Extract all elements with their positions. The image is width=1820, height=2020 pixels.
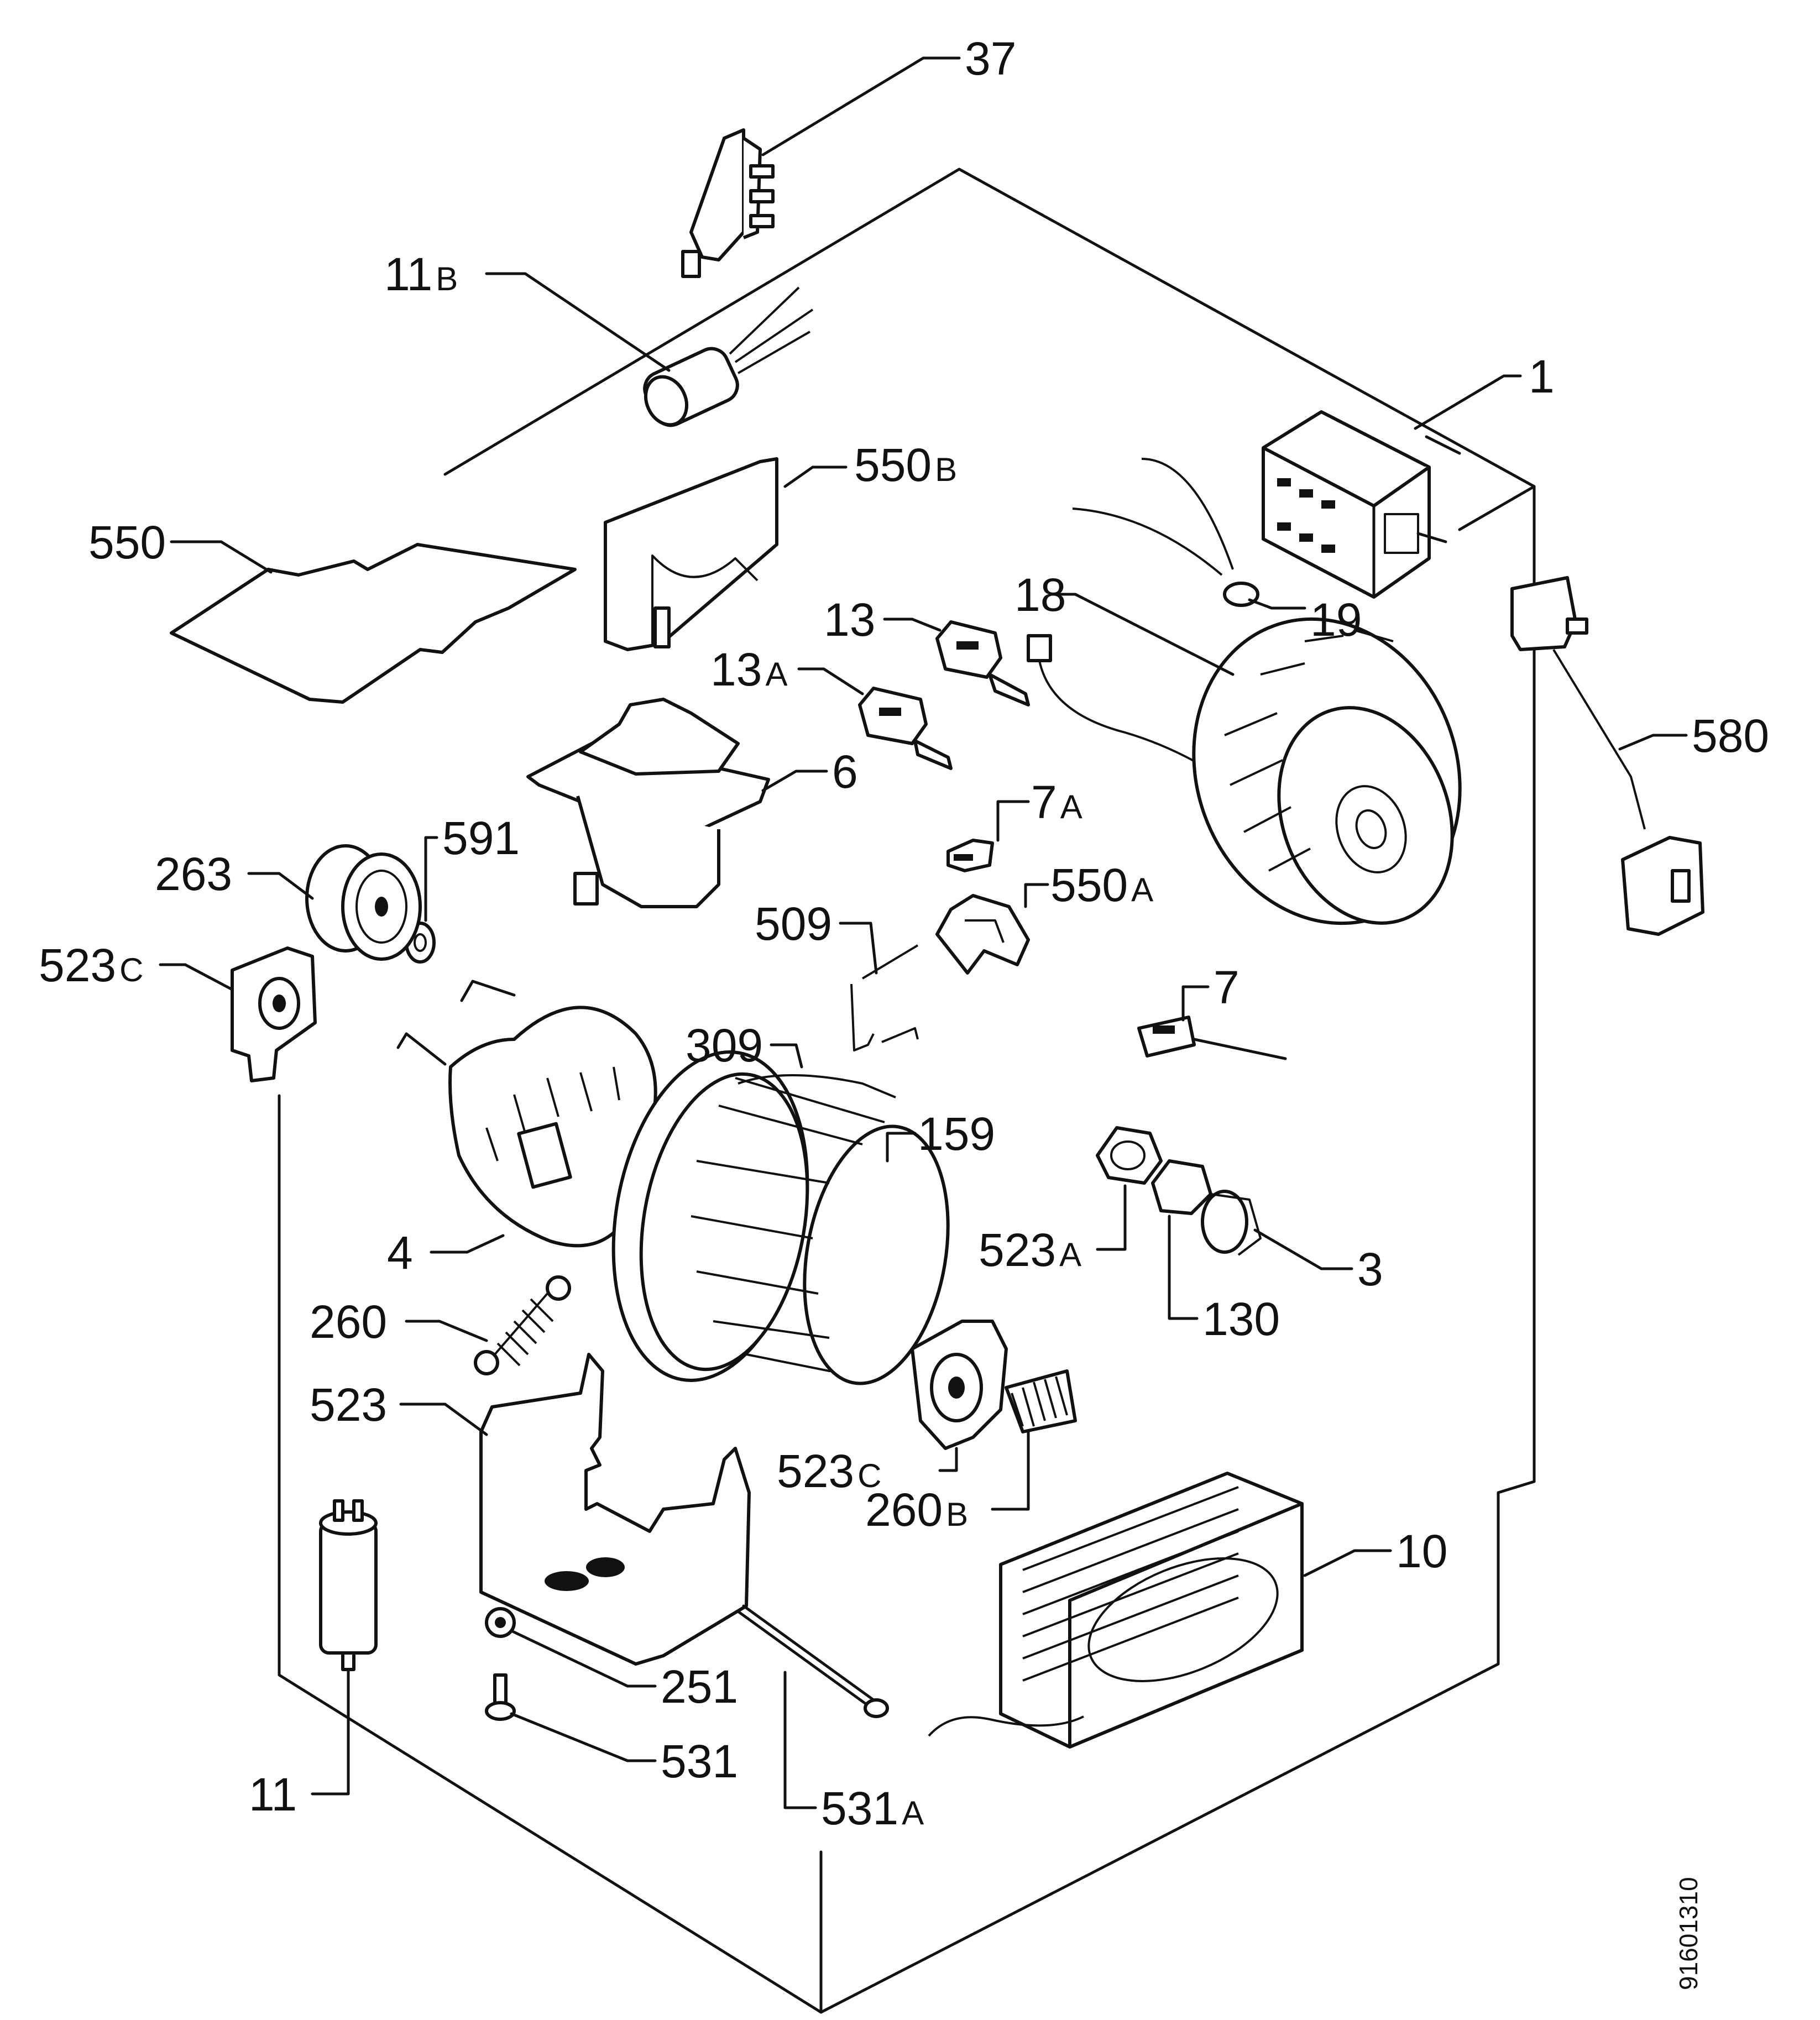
part-6-pump xyxy=(526,698,770,908)
part-263-pulley xyxy=(305,844,422,961)
part-4-motor xyxy=(396,980,657,1248)
callout-37: 37 xyxy=(965,33,1016,85)
part-260-spring xyxy=(474,1275,571,1375)
callout-509: 509 xyxy=(755,898,832,950)
callout-260: 260 xyxy=(310,1296,387,1348)
part-509-wire xyxy=(850,944,919,1051)
part-580-sensor xyxy=(1510,576,1704,936)
callout-591: 591 xyxy=(442,812,520,864)
cabinet-outline xyxy=(278,168,1536,2014)
part-550-insulation-sheet xyxy=(170,543,577,704)
part-11-capacitor xyxy=(319,1499,378,1671)
callout-18: 18 xyxy=(1014,569,1066,621)
callout-531: 531 xyxy=(661,1735,738,1787)
callout-6: 6 xyxy=(832,746,858,798)
callout-1: 1 xyxy=(1529,350,1555,402)
part-523-motor-bracket xyxy=(479,1353,751,1666)
callout-523: 523 xyxy=(310,1379,387,1431)
part-523C-left-bearing-housing xyxy=(231,946,317,1082)
part-260B-spring xyxy=(1005,1369,1077,1433)
part-550B-cover xyxy=(604,457,778,651)
callout-263: 263 xyxy=(155,848,232,900)
part-19-lamp xyxy=(1072,458,1259,607)
callout-10: 10 xyxy=(1396,1525,1447,1577)
part-550A-bracket xyxy=(935,894,1030,975)
part-523C-right-bearing-housing xyxy=(911,1320,1008,1450)
callout-7: 7 xyxy=(1214,961,1240,1013)
part-531-screw xyxy=(485,1673,516,1721)
part-1-timer xyxy=(1262,410,1447,599)
part-13-connector xyxy=(935,620,1030,707)
part-7A-switch xyxy=(946,839,994,872)
part-7-microswitch xyxy=(1137,1016,1287,1060)
callout-550: 550 xyxy=(88,516,166,568)
callout-580: 580 xyxy=(1692,710,1769,762)
callout-3: 3 xyxy=(1357,1243,1383,1295)
part-37-bracket xyxy=(681,128,775,278)
callout-159: 159 xyxy=(918,1108,995,1160)
callout-13: 13 xyxy=(824,594,875,646)
callout-251: 251 xyxy=(661,1661,738,1713)
part-523A-523-130-3-bearing-parts xyxy=(1096,1126,1262,1256)
part-251-grommet xyxy=(485,1607,516,1638)
leader-lines xyxy=(159,56,1688,1809)
part-531A-long-bolt xyxy=(736,1604,889,1718)
callout-4: 4 xyxy=(387,1227,413,1279)
part-13A-connector xyxy=(858,687,953,770)
callout-11: 11 xyxy=(249,1768,297,1820)
callout-309: 309 xyxy=(686,1019,763,1071)
callout-19: 19 xyxy=(1310,594,1362,646)
callout-130: 130 xyxy=(1202,1293,1280,1345)
document-number: 91601310 xyxy=(1674,1877,1703,1990)
part-309-belt-159-drum-fan xyxy=(611,1050,950,1385)
part-10-heater xyxy=(928,1472,1304,1749)
part-18-fan-wheel xyxy=(1027,617,1462,925)
part-11B-capacitor xyxy=(643,286,814,427)
